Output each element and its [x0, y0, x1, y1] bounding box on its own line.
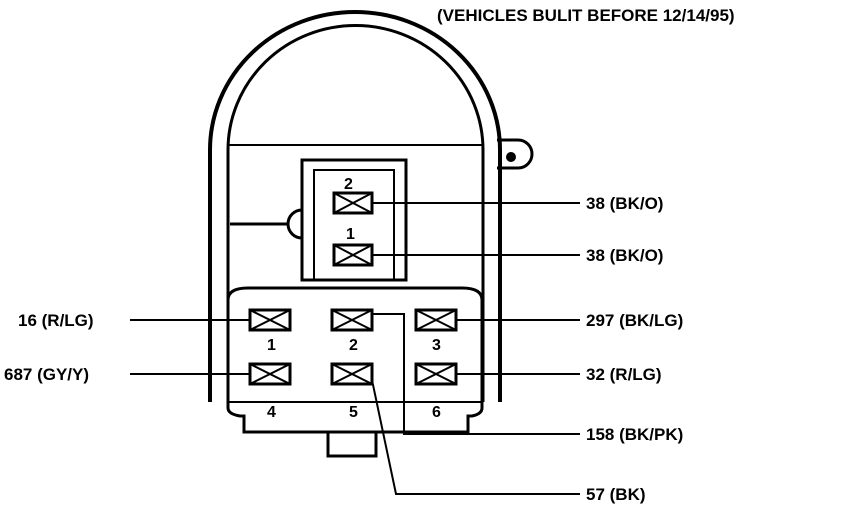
lower-terminal-block	[226, 286, 484, 458]
wire-label-lower-4: 687 (GY/Y)	[4, 365, 89, 384]
upper-cavity-1	[332, 243, 374, 267]
lower-cavity-1	[248, 308, 292, 332]
upper-cavity-2-number: 2	[344, 176, 353, 193]
wire-label-lower-5: 57 (BK)	[586, 485, 646, 504]
wire-label-upper-1: 38 (BK/O)	[586, 246, 663, 265]
upper-terminal-block	[230, 158, 408, 282]
leader-lower-5	[371, 379, 580, 495]
lower-cavity-5-number: 5	[349, 404, 358, 421]
upper-cavity-1-number: 1	[346, 226, 355, 243]
wire-label-lower-1: 16 (R/LG)	[18, 311, 94, 330]
lower-cavity-1-number: 1	[267, 337, 276, 354]
wire-label-upper-2: 38 (BK/O)	[586, 194, 663, 213]
upper-cavity-2	[332, 191, 374, 215]
leader-lower-2	[372, 313, 580, 435]
lower-cavity-3	[414, 308, 458, 332]
caption: (VEHICLES BULIT BEFORE 12/14/95)	[437, 6, 735, 25]
lower-cavity-4-number: 4	[267, 404, 276, 421]
lower-cavity-3-number: 3	[432, 337, 441, 354]
lower-cavity-2	[330, 308, 374, 332]
leader-lines	[130, 202, 580, 495]
lower-cavity-6-number: 6	[432, 404, 441, 421]
lower-cavity-4	[248, 362, 292, 386]
wire-label-lower-3: 297 (BK/LG)	[586, 311, 683, 330]
wire-label-lower-6: 32 (R/LG)	[586, 365, 662, 384]
wire-label-lower-2: 158 (BK/PK)	[586, 425, 683, 444]
lower-cavity-5	[330, 362, 374, 386]
lower-cavity-2-number: 2	[349, 337, 358, 354]
connector-housing	[208, 10, 534, 403]
lower-cavity-6	[414, 362, 458, 386]
